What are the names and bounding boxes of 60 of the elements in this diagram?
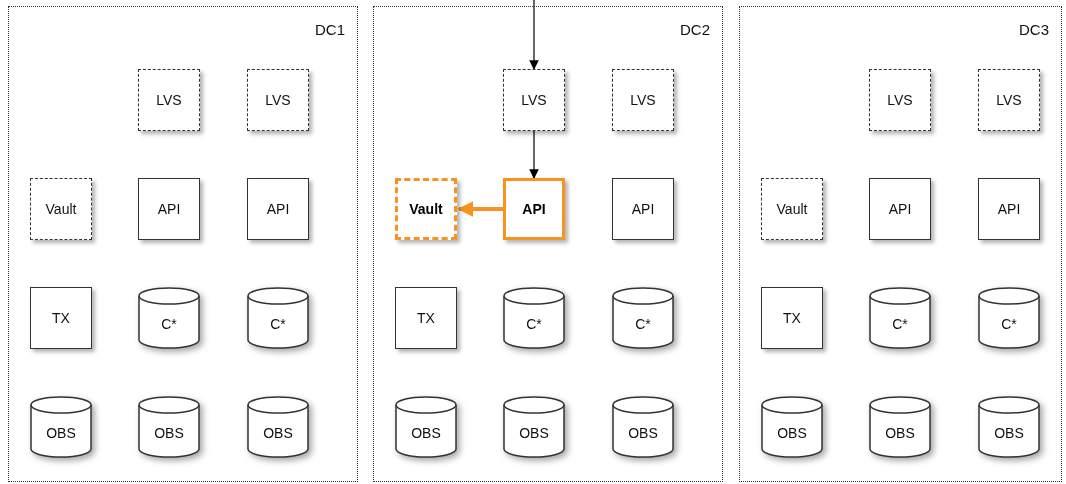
node-label: Vault (409, 199, 443, 219)
node-label: OBS (885, 423, 915, 443)
service-box-dashed (395, 178, 457, 240)
node-label: C* (1001, 314, 1017, 334)
node-label: C* (161, 314, 177, 334)
node-label: LVS (521, 90, 547, 110)
datacenter-panel (8, 6, 358, 482)
node-label: OBS (777, 423, 807, 443)
service-box (612, 178, 674, 240)
service-box (138, 178, 200, 240)
node-label: API (997, 199, 1021, 219)
datacenter-panel (739, 6, 1062, 482)
node-label: C* (635, 314, 651, 334)
node-label: OBS (628, 423, 658, 443)
service-box-dashed (247, 69, 309, 131)
node-label: OBS (263, 423, 293, 443)
service-box-dashed (978, 69, 1040, 131)
node-label: C* (892, 314, 908, 334)
service-box (978, 178, 1040, 240)
arrow (529, 0, 539, 70)
node-label: OBS (411, 423, 441, 443)
node-label: TX (783, 308, 801, 328)
service-box-dashed (869, 69, 931, 131)
node-label: OBS (519, 423, 549, 443)
datacenter-panel (373, 6, 723, 482)
node-label: API (522, 199, 546, 219)
node-label: LVS (156, 90, 182, 110)
service-box-dashed (30, 178, 92, 240)
node-label: Vault (776, 199, 808, 219)
node-label: OBS (46, 423, 76, 443)
service-box (761, 287, 823, 349)
service-box (503, 178, 565, 240)
panel-title: DC3 (1019, 20, 1049, 40)
node-label: OBS (154, 423, 184, 443)
service-box (395, 287, 457, 349)
node-label: API (888, 199, 912, 219)
node-label: OBS (994, 423, 1024, 443)
node-label: LVS (996, 90, 1022, 110)
panel-title: DC1 (315, 20, 345, 40)
service-box-dashed (503, 69, 565, 131)
node-label: LVS (630, 90, 656, 110)
node-label: API (157, 199, 181, 219)
arrow (529, 130, 539, 179)
node-label: C* (270, 314, 286, 334)
service-box-dashed (138, 69, 200, 131)
service-box (30, 287, 92, 349)
panel-title: DC2 (680, 20, 710, 40)
service-box-dashed (761, 178, 823, 240)
service-box-dashed (612, 69, 674, 131)
node-label: LVS (265, 90, 291, 110)
node-label: TX (52, 308, 70, 328)
node-label: API (631, 199, 655, 219)
service-box (869, 178, 931, 240)
node-label: C* (526, 314, 542, 334)
node-label: API (266, 199, 290, 219)
node-label: TX (417, 308, 435, 328)
node-label: LVS (887, 90, 913, 110)
arrow (457, 201, 503, 217)
node-label: Vault (45, 199, 77, 219)
service-box (247, 178, 309, 240)
